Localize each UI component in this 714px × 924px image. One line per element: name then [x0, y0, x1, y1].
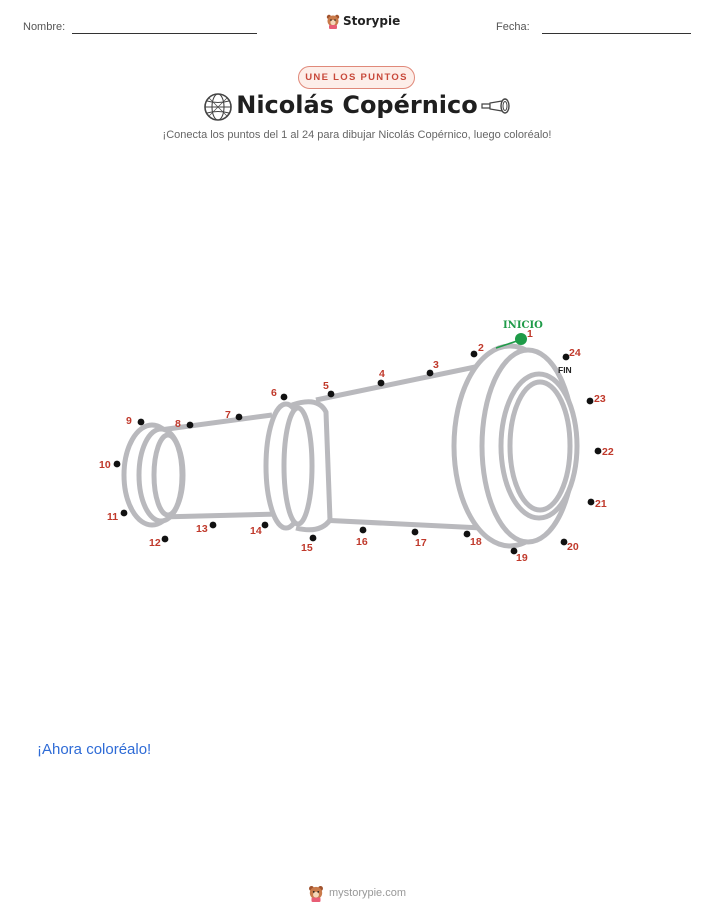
name-line[interactable] — [72, 33, 257, 34]
dot-12[interactable] — [161, 535, 169, 543]
instructions: ¡Conecta los puntos del 1 al 24 para dib… — [162, 129, 552, 141]
dot-19[interactable] — [510, 547, 518, 555]
dot-22[interactable] — [594, 447, 602, 455]
dot-24[interactable] — [562, 353, 570, 361]
dot-label: 17 — [415, 537, 427, 549]
dot-label: 8 — [175, 418, 181, 430]
dot-label: 22 — [602, 446, 614, 458]
name-label: Nombre: — [23, 21, 66, 33]
dot-9[interactable] — [137, 418, 145, 426]
dot-10[interactable] — [113, 460, 121, 468]
start-label: INICIO — [503, 320, 543, 331]
dots — [113, 350, 602, 555]
dot-label: 4 — [379, 368, 385, 380]
brand-logo: Storypie — [326, 13, 400, 29]
bear-mascot-icon — [309, 886, 323, 902]
globe-icon — [204, 93, 232, 121]
dot-21[interactable] — [587, 498, 595, 506]
dot-label: 7 — [225, 409, 231, 421]
dot-label: 2 — [478, 342, 484, 354]
dot-label: 11 — [107, 511, 118, 523]
dot-11[interactable] — [120, 509, 128, 517]
dot-18[interactable] — [463, 530, 471, 538]
dot-label: 24 — [569, 347, 581, 359]
dot-8[interactable] — [186, 421, 194, 429]
dot-3[interactable] — [426, 369, 434, 377]
dot-label: 1 — [527, 328, 533, 340]
dot-4[interactable] — [377, 379, 385, 387]
date-line[interactable] — [542, 33, 691, 34]
dot-label: 19 — [516, 552, 528, 564]
dot-label: 12 — [149, 537, 161, 549]
start-marker: INICIO — [495, 320, 543, 349]
dot-label: 10 — [99, 459, 111, 471]
dot-label: 5 — [323, 380, 329, 392]
dot-label: 6 — [271, 387, 277, 399]
dot-5[interactable] — [327, 390, 335, 398]
dot-16[interactable] — [359, 526, 367, 534]
brand-name: Storypie — [343, 14, 401, 28]
footer-url[interactable]: mystorypie.com — [329, 887, 407, 899]
dot-label: 3 — [433, 359, 439, 371]
dot-2[interactable] — [470, 350, 478, 358]
dot-label: 21 — [595, 498, 607, 510]
date-label: Fecha: — [496, 21, 530, 33]
dot-label: 16 — [356, 536, 368, 548]
telescope-outline — [121, 343, 580, 549]
dot-7[interactable] — [235, 413, 243, 421]
dot-label: 13 — [196, 523, 208, 535]
dot-6[interactable] — [280, 393, 288, 401]
dot-numbers: 1 2 3 4 5 6 7 8 9 10 11 12 13 14 15 16 1… — [99, 328, 614, 564]
dot-label: 23 — [594, 393, 606, 405]
bear-mascot-icon — [326, 14, 340, 29]
dot-20[interactable] — [560, 538, 568, 546]
dot-23[interactable] — [586, 397, 594, 405]
dot-15[interactable] — [309, 534, 317, 542]
footer: mystorypie.com — [308, 884, 406, 902]
dot-label: 15 — [301, 542, 313, 554]
dot-label: 20 — [567, 541, 579, 553]
end-label: FIN — [558, 365, 572, 375]
dot-label: 14 — [250, 525, 262, 537]
dot-label: 9 — [126, 415, 132, 427]
dot-17[interactable] — [411, 528, 419, 536]
activity-badge: UNE LOS PUNTOS — [298, 66, 415, 89]
dot-label: 18 — [470, 536, 482, 548]
dot-13[interactable] — [209, 521, 217, 529]
telescope-icon — [481, 98, 510, 114]
dot-14[interactable] — [261, 521, 269, 529]
page-title: Nicolás Copérnico — [236, 91, 478, 119]
color-prompt: ¡Ahora coloréalo! — [37, 741, 152, 758]
